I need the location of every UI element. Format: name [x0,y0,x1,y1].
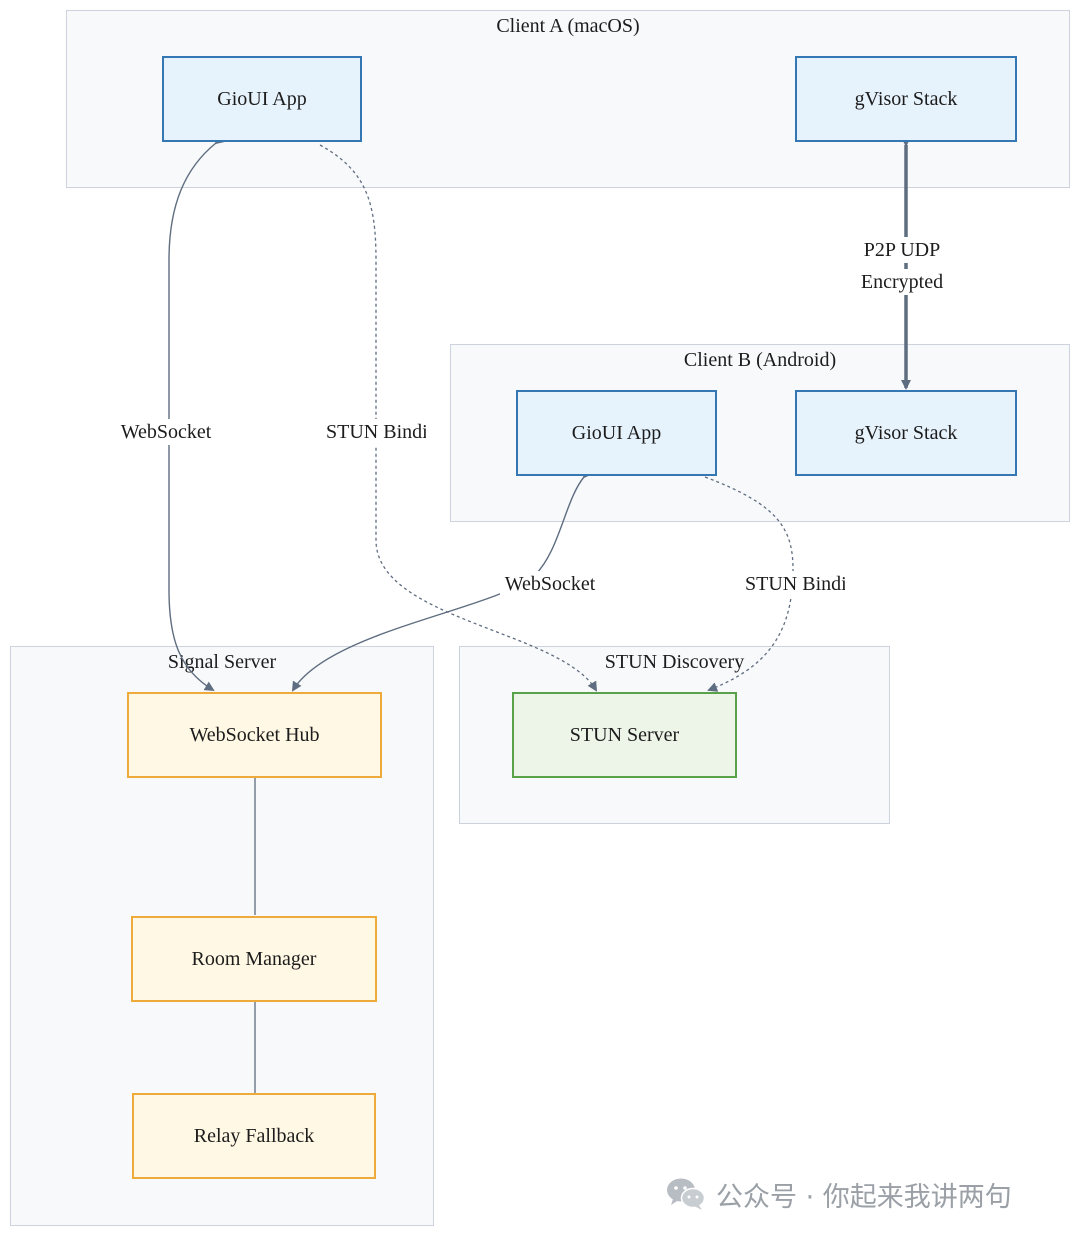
cluster-title-client-b: Client B (Android) [683,349,837,371]
cluster-title-client-a: Client A (macOS) [496,15,640,37]
node-stun-server: STUN Server [512,692,737,778]
edge-label-p2p-line1: P2P UDP [852,237,952,263]
edge-label-b-websocket: WebSocket [500,571,600,597]
edge-b-stun [704,476,794,692]
edge-a-websocket [168,134,226,692]
node-websocket-hub: WebSocket Hub [127,692,382,778]
edge-label-a-stun: STUN Binding [326,419,426,445]
wechat-icon [667,1178,706,1210]
node-relay-fallback: Relay Fallback [132,1093,376,1179]
watermark: 公众号 · 你起来我讲两句 [666,1174,1012,1214]
node-client-b-gioui-app: GioUI App [516,390,717,476]
edge-label-p2p-line2: Encrypted [852,269,952,295]
node-client-b-gvisor-stack: gVisor Stack [795,390,1017,476]
node-room-manager: Room Manager [131,916,377,1002]
node-client-a-gvisor-stack: gVisor Stack [795,56,1017,142]
edge-label-a-websocket: WebSocket [116,419,216,445]
watermark-text: 公众号 · 你起来我讲两句 [716,1181,1012,1213]
edge-label-b-stun: STUN Binding [745,571,845,597]
cluster-title-stun-discovery: STUN Discovery [604,651,745,673]
node-client-a-gioui-app: GioUI App [162,56,362,142]
